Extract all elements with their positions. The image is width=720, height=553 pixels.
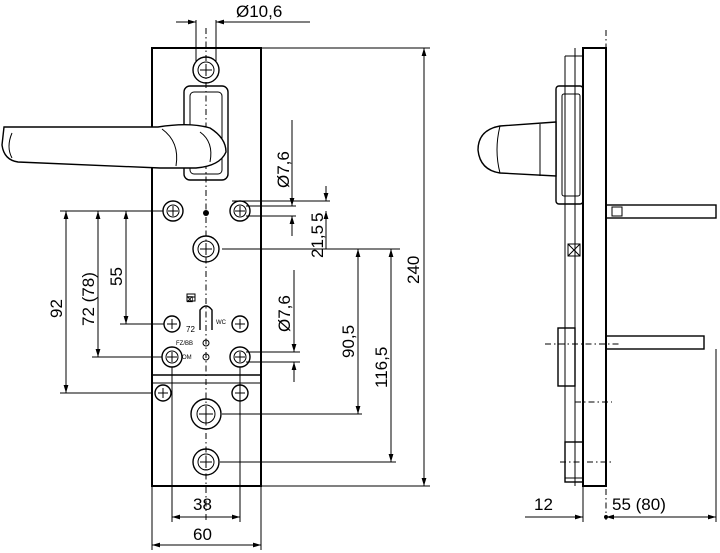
label-om: OM [182, 355, 192, 361]
dim-offset-21-5 [222, 211, 400, 250]
screw-hole-spindle [192, 235, 220, 263]
dim-label-60: 60 [193, 525, 212, 544]
indicator-area [186, 293, 213, 330]
indicator-circle-a [202, 339, 210, 347]
label-small-mark: ⊠ [186, 294, 194, 304]
dim-height-240 [262, 47, 430, 487]
dim-label-240: 240 [404, 256, 423, 284]
dim-label-92: 92 [47, 299, 66, 318]
dim-label-55-80: 55 (80) [612, 495, 666, 514]
dim-label-90-5: 90,5 [339, 325, 358, 358]
side-view-mark-box [567, 243, 581, 257]
dim-label-diameter-7-6-upper: Ø7,6 [274, 151, 293, 188]
dim-width-60 [151, 486, 262, 550]
dim-label-diameter-7-6-lower: Ø7,6 [275, 295, 294, 332]
dim-top-diameter [176, 19, 310, 62]
dim-label-5: 5 [308, 213, 327, 222]
dim-spacing-72-78 [92, 211, 162, 358]
side-view-handle-knob [477, 121, 557, 177]
side-view-plate [564, 30, 607, 520]
dim-label-21-5: 21,5 [308, 225, 327, 258]
screw-hole-upper-right [229, 200, 251, 222]
dim-label-38: 38 [193, 495, 212, 514]
dim-spacing-55 [120, 211, 164, 325]
dim-side-12 [525, 486, 584, 522]
screw-hole-top [192, 56, 220, 84]
dim-hole-diameter-upper [246, 120, 296, 236]
side-view-spindle-lower [605, 335, 705, 350]
spindle-dot [203, 210, 209, 216]
indicator-circle-b [202, 353, 210, 361]
dim-width-38 [171, 367, 241, 522]
dim-spacing-116-5 [220, 249, 396, 463]
screw-hole-lower-right [229, 346, 251, 368]
side-view-rose [555, 85, 584, 205]
screw-hole-lower-left [161, 346, 183, 368]
front-plate [151, 28, 262, 520]
label-72: 72 [186, 325, 195, 334]
screw-hole-upper-left [162, 200, 184, 222]
dim-label-116-5: 116,5 [372, 347, 391, 388]
dim-label-55: 55 [107, 267, 126, 286]
dim-side-55-80 [604, 349, 717, 522]
dim-label-diameter-10-6: Ø10,6 [236, 2, 282, 21]
dim-hole-diameter-lower [246, 270, 300, 382]
label-wc: WC [216, 320, 227, 326]
label-fz-bb: FZ/BB [176, 341, 193, 347]
screw-hole-mid-right [231, 315, 249, 333]
dim-spacing-90-5 [222, 249, 362, 415]
dim-label-12: 12 [534, 495, 553, 514]
cylinder-hole [190, 398, 222, 430]
dim-spacing-92 [60, 210, 163, 394]
screw-hole-mid-left [163, 315, 181, 333]
side-view-bottom-block [560, 401, 612, 483]
screw-hole-bottom-small-left [154, 384, 172, 402]
side-view-spindle-upper [605, 204, 717, 219]
door-handle-lever [1, 124, 227, 169]
screw-hole-bottom [192, 448, 220, 476]
side-view-lower-block [545, 327, 620, 387]
dim-label-72-78: 72 (78) [79, 272, 98, 326]
